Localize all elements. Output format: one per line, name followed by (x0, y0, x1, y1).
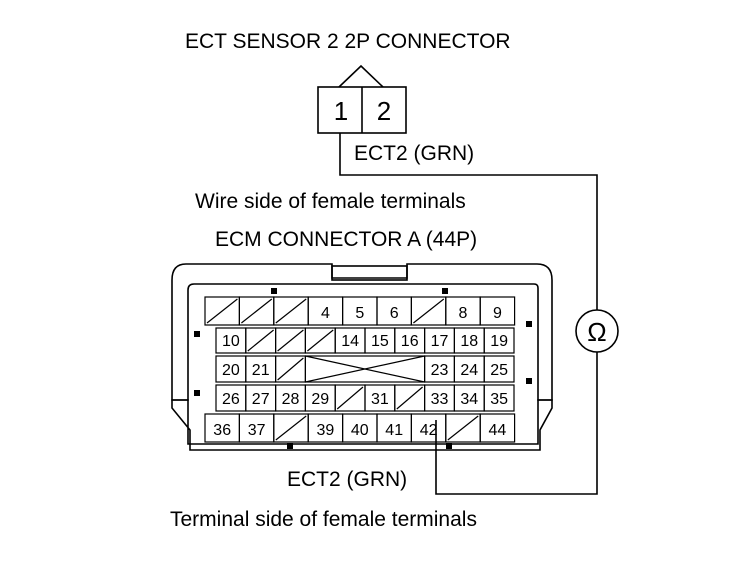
ecm-pin-grid: 4 5 6 8 9 10 14 15 16 17 18 19 20 21 23 24 25 26 27 28 29 31 3… (204, 296, 516, 443)
unused-pin-slash (307, 329, 334, 352)
sensor-pin: 2 (377, 96, 391, 126)
pin-number: 26 (222, 391, 240, 408)
pin-number: 18 (460, 333, 478, 350)
pin-number: 31 (371, 391, 389, 408)
pin-number: 41 (385, 422, 403, 439)
unused-pin-slash (241, 298, 273, 324)
terminal-side-label: Terminal side of female terminals (170, 508, 477, 531)
pin-number: 25 (490, 362, 508, 379)
pin-number: 19 (490, 333, 508, 350)
pin-number: 17 (431, 333, 449, 350)
pin-number: 8 (459, 305, 468, 322)
unused-pin-slash (277, 329, 304, 352)
pin-number: 44 (489, 422, 507, 439)
pin-number: 33 (431, 391, 449, 408)
pin-number: 15 (371, 333, 389, 350)
pin-cell (483, 327, 515, 354)
unused-pin-slash (336, 386, 364, 410)
pin-cell (483, 355, 515, 383)
empty-block-cross (305, 355, 425, 383)
pin-number: 4 (321, 305, 330, 322)
unused-pin-slash (206, 298, 238, 324)
pin-number: 27 (252, 391, 270, 408)
pin-number: 39 (317, 422, 335, 439)
pin-number: 10 (222, 333, 240, 350)
pin-number: 16 (401, 333, 419, 350)
ohm-symbol: Ω (587, 317, 606, 347)
ecm-connector-housing (171, 263, 553, 451)
sensor-wire-label: ECT2 (GRN) (354, 142, 474, 165)
unused-pin-slash (413, 298, 445, 324)
pin-number: 35 (490, 391, 508, 408)
sensor-connector: 1 2 (317, 64, 407, 134)
ecm-wire-label: ECT2 (GRN) (287, 468, 407, 491)
ecm-connector-title: ECM CONNECTOR A (44P) (215, 228, 477, 251)
pin-number: 6 (390, 305, 399, 322)
pin-number: 9 (493, 305, 502, 322)
pin-number: 5 (355, 305, 364, 322)
pin-number: 36 (213, 422, 231, 439)
unused-pin-slash (277, 357, 304, 381)
pin-number: 42 (420, 422, 438, 439)
sensor-test-lead (339, 133, 598, 310)
pin-number: 34 (460, 391, 478, 408)
sensor-pin: 1 (334, 96, 348, 126)
ohmmeter-circuit: Ω (339, 133, 619, 495)
unused-pin-slash (447, 415, 479, 441)
pin-cell (483, 384, 515, 412)
ecm-test-lead (435, 352, 598, 495)
pin-number: 28 (282, 391, 300, 408)
pin-cell (479, 296, 516, 326)
sensor-connector-title: ECT SENSOR 2 2P CONNECTOR (185, 30, 511, 53)
unused-pin-slash (275, 415, 307, 441)
pin-number: 23 (431, 362, 449, 379)
pin-number: 14 (341, 333, 359, 350)
empty-block (304, 355, 426, 383)
pin-number: 20 (222, 362, 240, 379)
pin-number: 24 (460, 362, 478, 379)
pin-number: 40 (351, 422, 369, 439)
unused-pin-slash (247, 329, 274, 352)
ohmmeter-icon (575, 309, 619, 353)
pin-cell (479, 413, 516, 443)
unused-pin-slash (396, 386, 423, 410)
unused-pin-slash (275, 298, 307, 324)
pin-number: 37 (248, 422, 266, 439)
wire-side-label: Wire side of female terminals (195, 190, 466, 213)
pin-number: 29 (311, 391, 329, 408)
pin-number: 21 (252, 362, 270, 379)
